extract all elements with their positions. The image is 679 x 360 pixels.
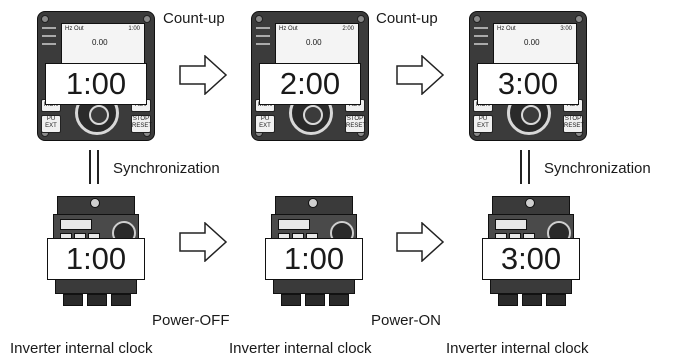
inverter-clock-time: 1:00 [265,238,363,280]
count-up-arrow-icon [179,55,227,95]
sync-link-icon [520,150,530,184]
inverter-3: 3:00 [482,196,580,306]
lcd-display: Hz Out 3:00 0.00 [493,23,577,67]
lcd-time: 3:00 [560,26,572,32]
sync-label-1: Synchronization [113,160,220,177]
sync-link-icon [89,150,99,184]
count-up-label-2: Count-up [376,10,438,27]
power-off-arrow-icon [179,222,227,262]
count-up-label-1: Count-up [163,10,225,27]
power-on-arrow-icon [396,222,444,262]
lcd-title: Hz Out [497,26,516,32]
lcd-title: Hz Out [65,26,84,32]
sync-label-2: Synchronization [544,160,651,177]
panel-clock-time: 2:00 [259,63,361,105]
inverter-clock-time: 3:00 [482,238,580,280]
lcd-value: 0.00 [92,38,108,47]
inverter-clock-time: 1:00 [47,238,145,280]
inverter-caption-2: Inverter internal clock [229,340,372,357]
lcd-value: 0.00 [524,38,540,47]
lcd-display: Hz Out 2:00 0.00 [275,23,359,67]
inverter-2: 1:00 [265,196,363,306]
panel-clock-time: 1:00 [45,63,147,105]
inverter-caption-3: Inverter internal clock [446,340,589,357]
inverter-1: 1:00 [47,196,145,306]
lcd-value: 0.00 [306,38,322,47]
lcd-time: 2:00 [342,26,354,32]
power-on-label: Power-ON [371,312,442,329]
count-up-arrow-icon [396,55,444,95]
power-off-label: Power-OFF [152,312,230,329]
panel-clock-time: 3:00 [477,63,579,105]
inverter-caption-1: Inverter internal clock [10,340,153,357]
lcd-title: Hz Out [279,26,298,32]
lcd-display: Hz Out 1:00 0.00 [61,23,145,67]
lcd-time: 1:00 [128,26,140,32]
